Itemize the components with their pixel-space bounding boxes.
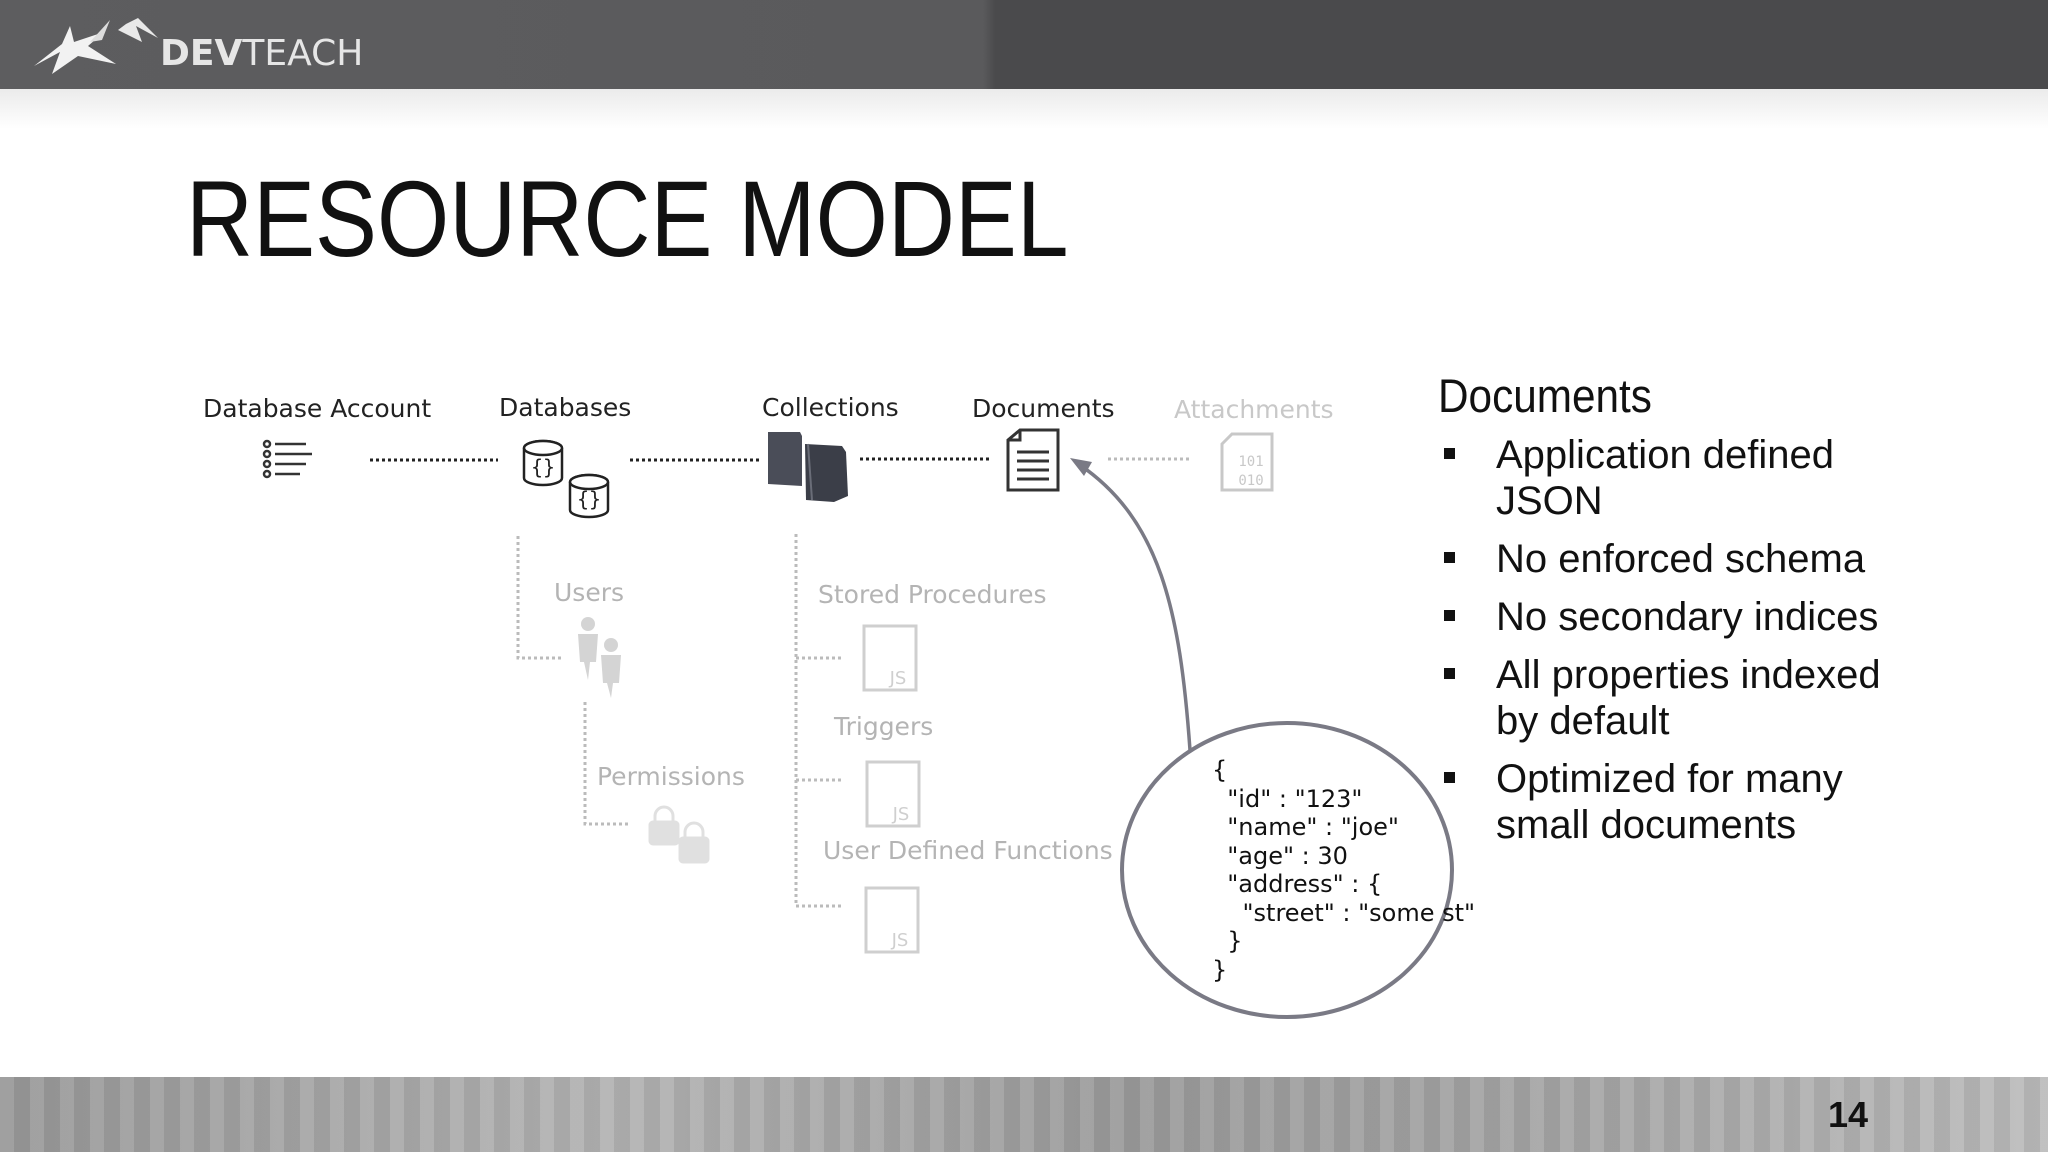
attachments-icon: 101 010 — [1220, 432, 1274, 492]
bullet-item: No secondary indices — [1438, 594, 1998, 640]
label-collections: Collections — [762, 393, 899, 422]
logo-text-regular: TEACH — [242, 33, 364, 74]
connector-users-permissions — [583, 702, 628, 826]
footer-image-strip — [0, 1077, 2048, 1152]
json-sample-code: { "id" : "123" "name" : "joe" "age" : 30… — [1212, 756, 1476, 984]
panel-title: Documents — [1438, 369, 1652, 422]
logo-text-bold: DEV — [160, 33, 243, 74]
bullet-marker — [1444, 551, 1455, 563]
bullet-text: Application defined JSON — [1496, 432, 1835, 523]
permissions-icon — [648, 805, 710, 864]
triggers-js-icon: JS — [865, 760, 921, 828]
arrow-head-icon — [1070, 458, 1092, 476]
svg-text:{}: {} — [577, 487, 601, 511]
databases-icon: {} {} — [522, 439, 610, 519]
bullet-item: Optimized for many small documents — [1438, 756, 1998, 848]
document-callout-arrow — [1079, 463, 1192, 751]
top-banner — [0, 0, 2048, 89]
label-triggers: Triggers — [834, 712, 934, 741]
bullet-marker — [1444, 609, 1455, 621]
label-users: Users — [554, 578, 625, 607]
bullet-list: Application defined JSON No enforced sch… — [1438, 432, 1998, 848]
svg-text:{}: {} — [531, 455, 555, 479]
bullet-marker — [1444, 771, 1455, 783]
stored-procedures-js-icon: JS — [862, 624, 918, 692]
label-database-account: Database Account — [203, 394, 432, 423]
page-number: 14 — [1827, 1094, 1868, 1135]
users-icon — [578, 617, 621, 698]
collections-icon — [768, 432, 848, 502]
attachment-bits-2: 010 — [1238, 473, 1263, 489]
json-callout-bubble — [1120, 721, 1454, 1019]
bullet-text: Optimized for many small documents — [1496, 756, 1843, 847]
label-stored-procedures: Stored Procedures — [818, 580, 1047, 609]
connector-databases-users — [516, 536, 562, 660]
bullet-text: All properties indexed by default — [1496, 652, 1881, 743]
bullet-item: All properties indexed by default — [1438, 652, 1998, 744]
bullet-text: No enforced schema — [1496, 536, 1866, 581]
label-documents: Documents — [972, 394, 1115, 423]
devteach-logo-icon — [34, 18, 158, 74]
banner-shadow — [0, 89, 2048, 129]
connector-collections-children — [794, 534, 842, 908]
label-databases: Databases — [499, 393, 632, 422]
label-permissions: Permissions — [597, 762, 745, 791]
bullet-text: No secondary indices — [1496, 594, 1879, 639]
js-badge: JS — [892, 804, 910, 825]
bullet-marker — [1444, 447, 1455, 459]
udf-js-icon: JS — [864, 886, 920, 954]
bullet-item: Application defined JSON — [1438, 432, 1998, 524]
database-account-icon — [262, 439, 312, 479]
label-user-defined-functions: User Defined Functions — [823, 836, 1113, 865]
attachment-bits-1: 101 — [1238, 454, 1263, 470]
logo-text: DEVTEACH — [160, 36, 363, 72]
documents-panel: Documents Application defined JSON No en… — [1438, 370, 1998, 860]
label-attachments: Attachments — [1174, 395, 1334, 424]
bullet-item: No enforced schema — [1438, 536, 1998, 582]
bullet-marker — [1444, 667, 1455, 679]
documents-icon — [1006, 428, 1060, 492]
js-badge: JS — [889, 668, 907, 689]
js-badge: JS — [891, 930, 909, 951]
slide-title: RESOURCE MODEL — [186, 158, 1069, 279]
